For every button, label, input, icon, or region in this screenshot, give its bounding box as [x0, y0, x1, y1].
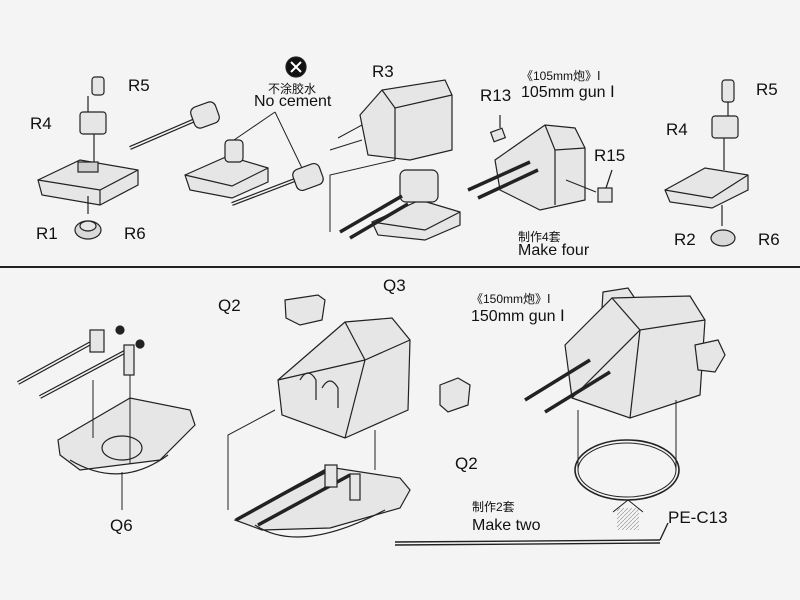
gun105-zh: 《105mm炮》Ⅰ [521, 69, 601, 83]
make-two-zh: 制作2套 [472, 500, 515, 514]
gun105-en: 105mm gun Ⅰ [521, 84, 615, 101]
part-r4 [79, 111, 107, 135]
make-two-en: Make two [472, 517, 541, 534]
q3-turret-assembly [227, 294, 471, 538]
label-r5-right: R5 [756, 80, 778, 99]
label-r1: R1 [36, 224, 58, 243]
label-pe-c13: PE-C13 [668, 508, 728, 527]
label-q2-top: Q2 [218, 296, 241, 315]
part-q2-right [439, 377, 471, 413]
label-r4-right: R4 [666, 120, 688, 139]
part-r5 [91, 76, 105, 96]
part-r13 [489, 127, 507, 143]
label-q2-bottom: Q2 [455, 454, 478, 473]
label-r13: R13 [480, 86, 512, 105]
pe-fret-strip [394, 522, 669, 546]
part-q2-left [284, 294, 326, 326]
q6-gun-assembly [17, 325, 196, 510]
make-four-zh: 制作4套 [518, 230, 561, 244]
label-r6-left: R6 [124, 224, 146, 243]
r1-mount-assembly [37, 76, 139, 240]
gun-150mm-assembly [524, 287, 726, 530]
make-four-en: Make four [518, 242, 590, 259]
no-cement-zh: 不涂胶水 [268, 82, 317, 96]
r2-mount-assembly [664, 79, 749, 247]
up-arrow-icon [617, 508, 639, 530]
label-r3: R3 [372, 62, 394, 81]
part-pe-c13-ring [574, 439, 680, 501]
part-r1 [37, 159, 139, 206]
gun-105mm-assembly [467, 115, 613, 211]
label-r5-left: R5 [128, 76, 150, 95]
label-r2: R2 [674, 230, 696, 249]
no-cement-en: No cement [254, 93, 332, 110]
label-r4-left: R4 [30, 114, 52, 133]
label-r15: R15 [594, 146, 626, 165]
label-r6-right: R6 [758, 230, 780, 249]
label-q6: Q6 [110, 516, 133, 535]
gun150-zh: 《150mm炮》Ⅰ [471, 292, 551, 306]
label-q3: Q3 [383, 276, 406, 295]
gun150-en: 150mm gun Ⅰ [471, 308, 565, 325]
r3-turret-assembly [329, 79, 461, 241]
part-r15 [597, 187, 613, 203]
no-cement-gun-assembly [129, 56, 324, 206]
